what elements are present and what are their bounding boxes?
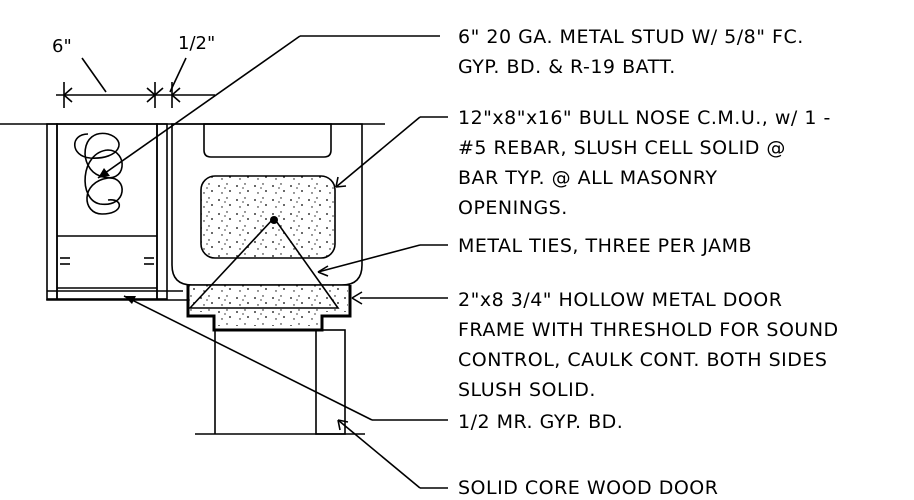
note-cmu-line-2: #5 REBAR, SLUSH CELL SOLID @ bbox=[458, 137, 786, 159]
note-frame-line-3: CONTROL, CAULK CONT. BOTH SIDES bbox=[458, 349, 827, 371]
notes: 6" 20 GA. METAL STUD W/ 5/8" FC. GYP. BD… bbox=[458, 26, 839, 499]
note-stud-line-1: 6" 20 GA. METAL STUD W/ 5/8" FC. bbox=[458, 26, 804, 48]
dimension-lines: 6" 1/2" bbox=[52, 33, 215, 108]
note-ties: METAL TIES, THREE PER JAMB bbox=[458, 235, 752, 257]
note-wood-door: SOLID CORE WOOD DOOR bbox=[458, 477, 718, 499]
cmu-block bbox=[171, 123, 363, 286]
wood-door-leaf bbox=[315, 329, 346, 435]
note-cmu-line-4: OPENINGS. bbox=[458, 197, 568, 219]
note-frame-line-1: 2"x8 3/4" HOLLOW METAL DOOR bbox=[458, 289, 782, 311]
note-cmu-line-1: 12"x8"x16" BULL NOSE C.M.U., w/ 1 - bbox=[458, 107, 831, 129]
batt-insulation-symbol bbox=[73, 132, 123, 215]
gyp-board-return bbox=[46, 299, 192, 301]
note-frame-line-4: SLUSH SOLID. bbox=[458, 379, 596, 401]
note-stud-line-2: GYP. BD. & R-19 BATT. bbox=[458, 56, 676, 78]
note-frame-line-2: FRAME WITH THRESHOLD FOR SOUND bbox=[458, 319, 839, 341]
metal-stud-wall bbox=[46, 123, 168, 300]
note-gyp-board: 1/2 MR. GYP. BD. bbox=[458, 411, 623, 433]
hollow-metal-frame bbox=[186, 216, 352, 332]
dimension-label-left: 6" bbox=[52, 36, 72, 57]
note-cmu-line-3: BAR TYP. @ ALL MASONRY bbox=[458, 167, 718, 189]
leader-lines bbox=[97, 35, 448, 489]
dimension-label-right: 1/2" bbox=[178, 33, 215, 54]
